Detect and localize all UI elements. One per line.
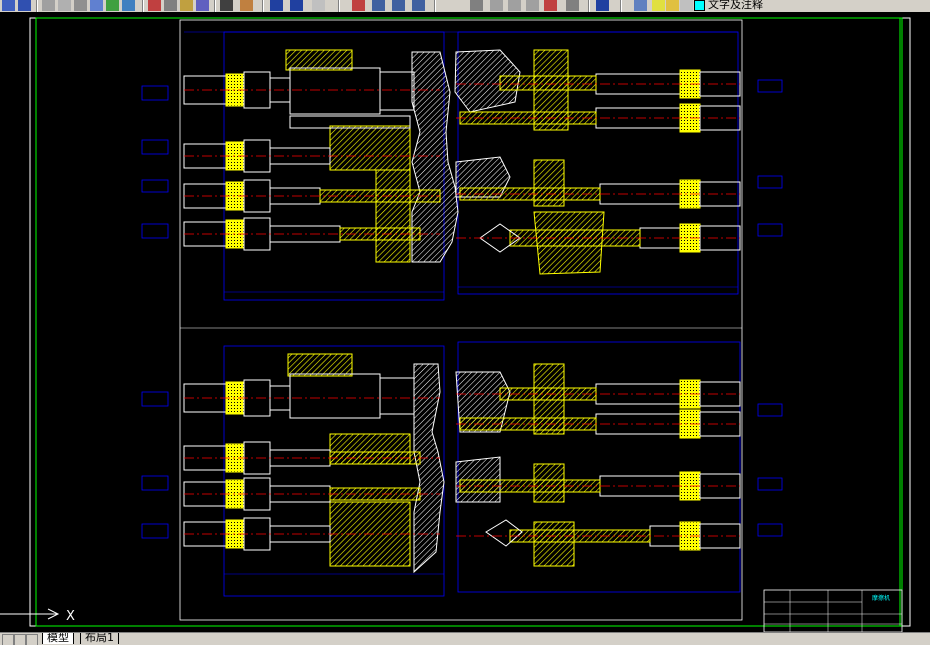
tool-palettes-icon[interactable]	[508, 0, 521, 11]
brush-icon[interactable]	[220, 0, 233, 11]
tab-first-icon[interactable]	[2, 634, 14, 645]
design-center-icon[interactable]	[490, 0, 503, 11]
toolbar-separator	[588, 0, 590, 12]
globe-icon[interactable]	[122, 0, 135, 11]
layer-color-icon[interactable]	[694, 0, 705, 11]
tab-layout1[interactable]: 布局1	[80, 633, 119, 644]
zoom-previous-icon[interactable]	[412, 0, 425, 11]
ucs-icon: X	[0, 608, 75, 624]
pan-realtime-icon[interactable]	[352, 0, 365, 11]
drawing-canvas[interactable]: 摩擦机 X	[0, 12, 930, 632]
zoom-window-icon[interactable]	[392, 0, 405, 11]
publish-icon[interactable]	[74, 0, 87, 11]
open-file-icon[interactable]	[2, 0, 15, 11]
print-icon[interactable]	[42, 0, 55, 11]
copy-icon[interactable]	[164, 0, 177, 11]
layout-tabs: 模型 布局1	[0, 632, 930, 645]
title-block-name: 摩擦机	[872, 594, 890, 602]
pan-icon[interactable]	[312, 0, 325, 11]
tab-model[interactable]: 模型	[42, 633, 74, 644]
help-icon[interactable]	[596, 0, 609, 11]
paste-icon[interactable]	[180, 0, 193, 11]
cad-drawing: 摩擦机 X	[0, 17, 911, 632]
layer-lock-icon[interactable]	[680, 0, 693, 11]
calculator-icon[interactable]	[566, 0, 579, 11]
standard-toolbar: 文字及注释	[0, 0, 930, 13]
block-editor-icon[interactable]	[240, 0, 253, 11]
ucs-x-label: X	[66, 609, 75, 624]
sheet-set-icon[interactable]	[526, 0, 539, 11]
current-layer-name[interactable]: 文字及注释	[708, 0, 763, 11]
toolbar-separator	[338, 0, 340, 12]
undo-icon[interactable]	[270, 0, 283, 11]
layer-manager-icon[interactable]	[634, 0, 647, 11]
right-shaft-row-8	[485, 519, 741, 551]
design-center-icon[interactable]	[90, 0, 103, 11]
properties-icon[interactable]	[470, 0, 483, 11]
assembly-boundary	[179, 19, 743, 621]
ebind-icon[interactable]	[106, 0, 119, 11]
markup-icon[interactable]	[544, 0, 557, 11]
save-icon[interactable]	[18, 0, 31, 11]
layer-on-icon[interactable]	[652, 0, 665, 11]
toolbar-separator	[142, 0, 144, 12]
toolbar-separator	[262, 0, 264, 12]
layer-freeze-icon[interactable]	[666, 0, 679, 11]
plot-preview-icon[interactable]	[58, 0, 71, 11]
toolbar-separator	[214, 0, 216, 12]
toolbar-separator	[620, 0, 622, 12]
title-block: 摩擦机	[763, 589, 903, 632]
tab-prev-icon[interactable]	[14, 634, 26, 645]
tab-next-icon[interactable]	[26, 634, 38, 645]
top-view	[141, 31, 783, 301]
bottom-view	[141, 341, 783, 597]
toolbar-separator	[36, 0, 38, 12]
redo-icon[interactable]	[290, 0, 303, 11]
match-properties-icon[interactable]	[196, 0, 209, 11]
zoom-realtime-icon[interactable]	[372, 0, 385, 11]
toolbar-separator	[434, 0, 436, 12]
drawing-frame	[35, 17, 903, 627]
cut-icon[interactable]	[148, 0, 161, 11]
